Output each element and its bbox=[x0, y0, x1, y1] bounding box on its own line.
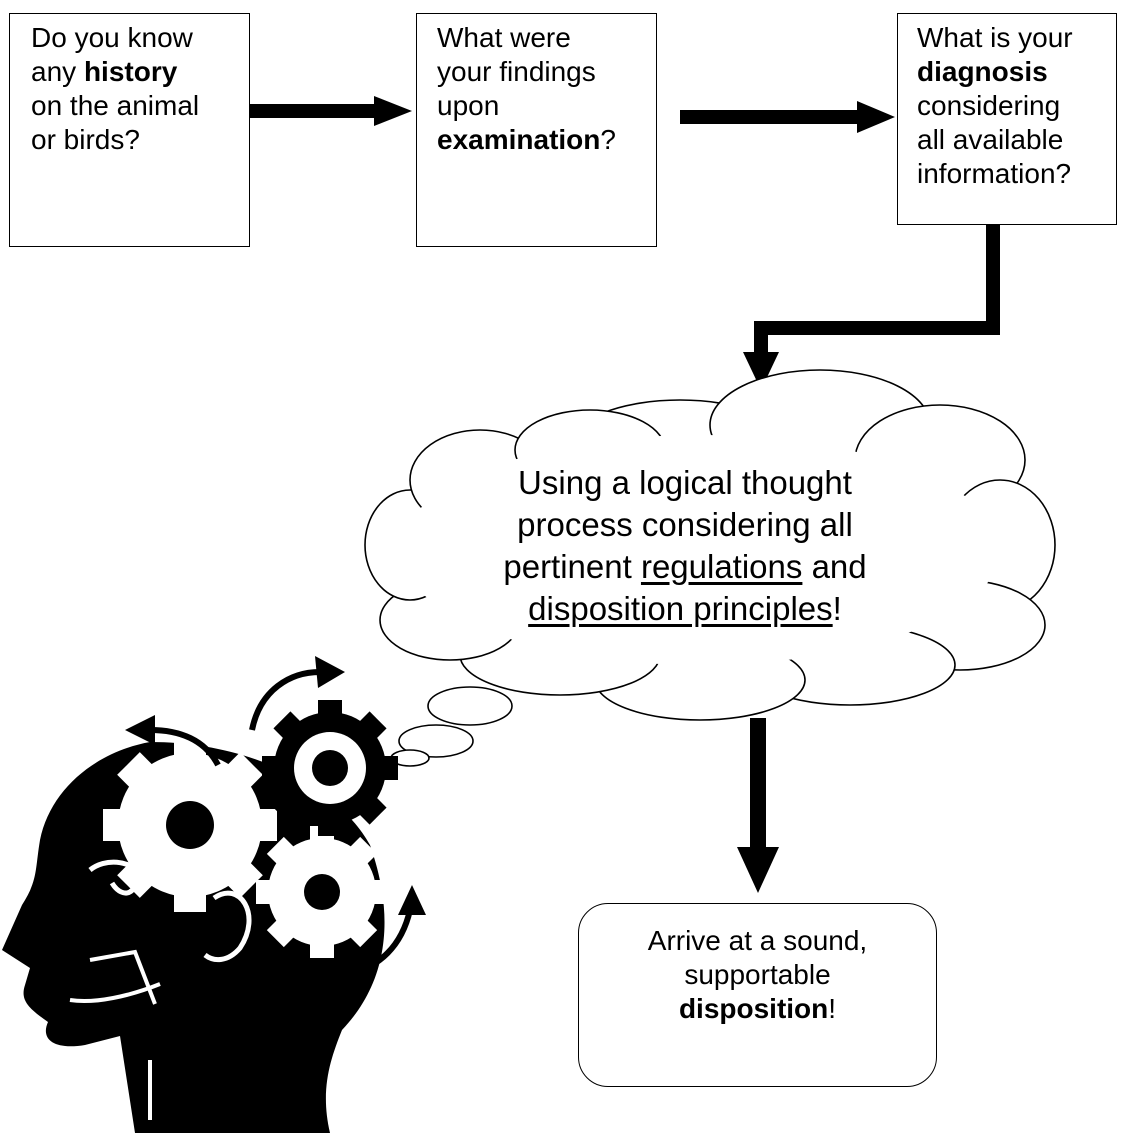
regulations-term: regulations bbox=[640, 548, 803, 585]
cloud-line-3-text: pertinent bbox=[503, 548, 641, 585]
disposition-box: Arrive at a sound, supportable dispositi… bbox=[578, 903, 937, 1087]
cloud-line-1: Using a logical thought bbox=[518, 464, 852, 501]
exam-line-1: What were bbox=[437, 22, 571, 53]
disposition-line-2: supportable bbox=[684, 959, 831, 990]
medium-gear-icon bbox=[256, 826, 388, 958]
thought-cloud bbox=[364, 369, 1056, 767]
cloud-line-3-end: and bbox=[802, 548, 867, 585]
cloud-line-4-punct: ! bbox=[832, 590, 842, 627]
cloud-line-2: process considering all bbox=[517, 506, 853, 543]
cloud-line-3: pertinent regulations and bbox=[440, 546, 930, 588]
small-gear-icon bbox=[262, 700, 398, 836]
diagnosis-box: What is your diagnosis considering all a… bbox=[897, 13, 1117, 225]
diagnosis-line-5: information? bbox=[917, 158, 1072, 189]
history-line-2-text: any bbox=[31, 56, 84, 87]
disposition-principles-term: disposition principles bbox=[528, 590, 833, 627]
history-line-3: on the animal bbox=[31, 90, 200, 121]
history-line-2: any history bbox=[31, 55, 249, 89]
disposition-keyword: disposition bbox=[678, 993, 829, 1024]
arrow-exam-to-diagnosis bbox=[680, 101, 895, 133]
history-line-1: Do you know bbox=[31, 22, 193, 53]
exam-line-4: examination? bbox=[437, 123, 656, 157]
history-keyword: history bbox=[83, 56, 178, 87]
head-with-gears-icon bbox=[2, 700, 398, 1133]
cloud-line-4: disposition principles! bbox=[440, 588, 930, 630]
diagnosis-line-3: considering bbox=[917, 90, 1061, 121]
arrow-diagnosis-to-cloud bbox=[743, 225, 1000, 390]
cloud-text: Using a logical thought process consider… bbox=[440, 462, 930, 630]
disposition-line-1: Arrive at a sound, bbox=[647, 925, 868, 956]
arrow-cloud-to-disposition bbox=[737, 718, 779, 893]
history-box: Do you know any history on the animal or… bbox=[9, 13, 250, 247]
large-gear-icon bbox=[103, 738, 277, 912]
diagnosis-keyword: diagnosis bbox=[917, 56, 1048, 87]
examination-keyword: examination bbox=[437, 124, 601, 155]
diagnosis-line-4: all available bbox=[917, 124, 1064, 155]
motion-arrows bbox=[149, 669, 413, 978]
motion-arrowheads bbox=[125, 656, 426, 915]
exam-line-3: upon bbox=[437, 90, 500, 121]
disposition-line-3-punct: ! bbox=[828, 993, 837, 1024]
history-line-4: or birds? bbox=[31, 124, 140, 155]
exam-line-4-punct: ? bbox=[600, 124, 616, 155]
exam-line-2: your findings bbox=[437, 56, 596, 87]
arrow-history-to-exam bbox=[250, 96, 412, 126]
disposition-line-3: disposition! bbox=[579, 992, 936, 1026]
diagnosis-line-1: What is your bbox=[917, 22, 1073, 53]
examination-box: What were your findings upon examination… bbox=[416, 13, 657, 247]
